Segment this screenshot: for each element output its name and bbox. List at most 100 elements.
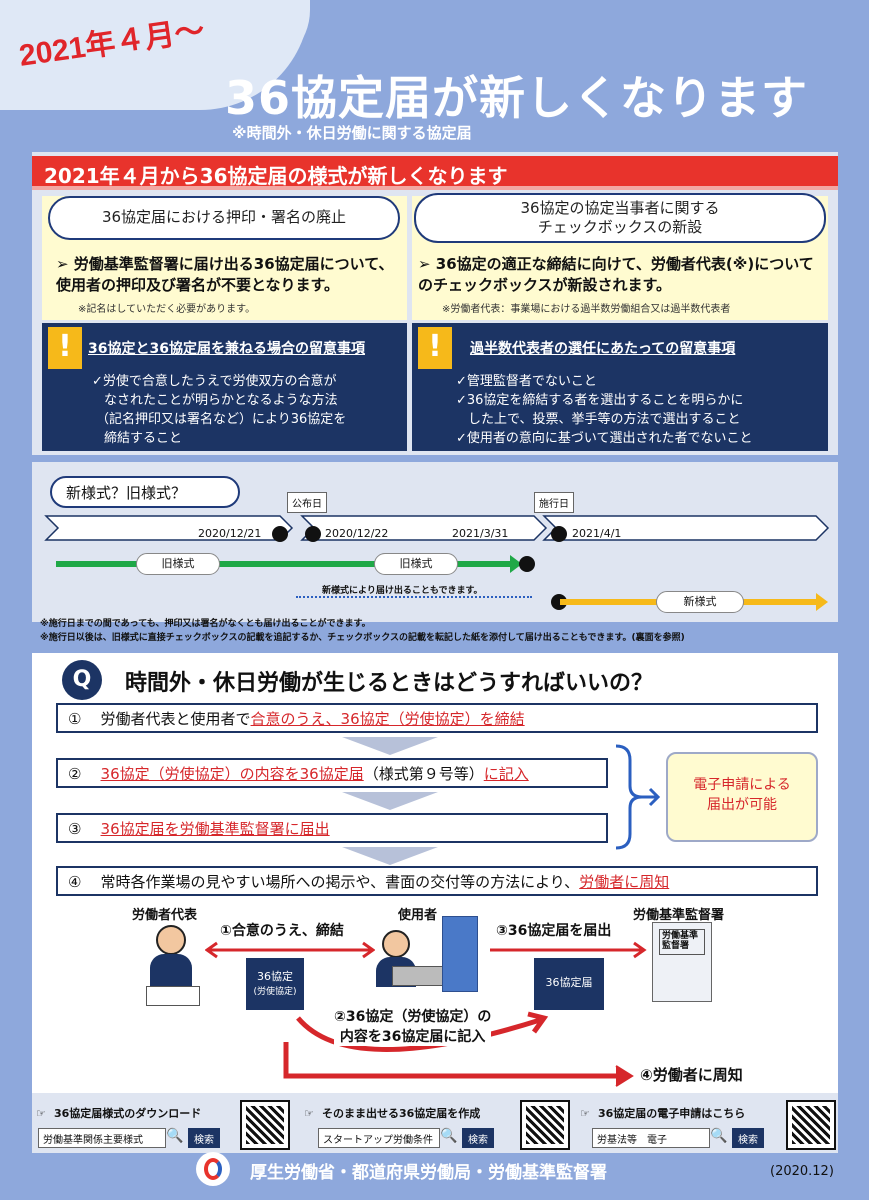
download-item: ☞ そのまま出せる36協定届を作成 xyxy=(304,1102,480,1121)
step-text: （様式第９号等） xyxy=(363,765,484,783)
step-2: ② 36協定（労使協定）の内容を36協定届（様式第９号等）に記入 xyxy=(56,758,608,788)
bullet-arrow-icon: ➢ xyxy=(418,255,436,273)
search-box[interactable]: スタートアップ労働条件 🔍 検索 xyxy=(318,1128,494,1148)
doc-label: 36協定 xyxy=(257,970,293,983)
search-button[interactable]: 検索 xyxy=(188,1128,220,1148)
agree-caption: ①合意のうえ、締結 xyxy=(220,923,344,939)
paper-icon xyxy=(146,986,200,1006)
notify-arrow-icon xyxy=(283,1042,634,1087)
timeline-arrow xyxy=(44,515,830,541)
step-highlight: 36協定届を労働基準監督署に届出 xyxy=(100,820,330,838)
effective-date-label: 施行日 xyxy=(534,492,574,513)
caution-line: なされたことが明らかとなるような方法 xyxy=(104,392,338,408)
search-box[interactable]: 労基法等 電子 🔍 検索 xyxy=(592,1128,764,1148)
employer-head-icon xyxy=(382,930,410,958)
left-change-bullet: ➢ 労働基準監督署に届け出る36協定届について、使用者の押印及び署名が不要となり… xyxy=(56,254,404,296)
bullet-arrow-icon: ➢ xyxy=(56,255,74,273)
e-application-box: 電子申請による 届出が可能 xyxy=(666,752,818,842)
right-change-bullet: ➢ 36協定の適正な締結に向けて、労働者代表(※)についてのチェックボックスが新… xyxy=(418,254,826,296)
download-item: ☞ 36協定届様式のダウンロード xyxy=(36,1102,201,1121)
yellow-arrowhead-icon xyxy=(816,593,828,611)
search-box[interactable]: 労働基準関係主要様式 🔍 検索 xyxy=(38,1128,220,1148)
step-4: ④ 常時各作業場の見やすい場所への掲示や、書面の交付等の方法により、労働者に周知 xyxy=(56,866,818,896)
timeline-title: 新様式？旧様式？ xyxy=(50,476,240,508)
qr-code-icon[interactable] xyxy=(520,1100,570,1150)
download-label: 36協定届の電子申請はこちら xyxy=(598,1107,746,1120)
step-highlight: 36協定（労使協定）の内容を36協定届 xyxy=(100,765,364,783)
step-highlight: 合意のうえ、36協定（労使協定）を締結 xyxy=(250,710,525,728)
agreement-form-doc-icon: 36協定届 xyxy=(534,958,604,1010)
submit-arrow-icon xyxy=(490,941,647,959)
search-button[interactable]: 検索 xyxy=(732,1128,764,1148)
timeline-note: ※施行日以後は、旧様式に直接チェックボックスの記載を追記するか、チェックボックス… xyxy=(40,632,685,643)
timeline-dot xyxy=(551,594,567,610)
magnifier-icon: 🔍 xyxy=(440,1128,458,1144)
publish-date-label: 公布日 xyxy=(287,492,327,513)
timeline-notes: ※施行日までの間であっても、押印又は署名がなくとも届け出ることができます。 ※施… xyxy=(40,618,685,645)
down-chevron-icon xyxy=(342,737,438,755)
page-subtitle: ※時間外・休日労働に関する協定届 xyxy=(232,124,472,142)
step-number: ④ xyxy=(68,873,82,891)
old-format-label: 旧様式 xyxy=(374,553,458,575)
fill-caption-line: 内容を36協定届に記入 xyxy=(339,1029,486,1045)
down-chevron-icon xyxy=(342,847,438,865)
submit-caption: ③36協定届を届出 xyxy=(496,923,612,939)
right-change-pill: 36協定の協定当事者に関する チェックボックスの新設 xyxy=(414,193,826,243)
employer-label: 使用者 xyxy=(398,908,438,923)
e-application-text: 電子申請による xyxy=(693,777,791,793)
pointer-hand-icon: ☞ xyxy=(304,1107,314,1120)
caution-body-left: ✓労使で合意したうえで労使双方の合意が なされたことが明らかとなるような方法 （… xyxy=(92,373,392,448)
footer-org: 厚生労働省・都道府県労働局・労働基準監督署 xyxy=(250,1163,607,1183)
search-input[interactable]: 労基法等 電子 xyxy=(592,1128,710,1148)
right-change-note: ※労働者代表：事業場における過半数労働組合又は過半数代表者 xyxy=(442,304,731,315)
step-text: 労働者代表と使用者で xyxy=(100,710,251,728)
download-label: 36協定届様式のダウンロード xyxy=(54,1107,202,1120)
worker-rep-label: 労働者代表 xyxy=(132,908,198,923)
dotted-period xyxy=(296,596,532,598)
office-label: 労働基準監督署 xyxy=(633,908,725,923)
timeline-date: 2020/12/21 xyxy=(198,527,262,540)
doc-label: (労使協定) xyxy=(253,987,297,997)
down-chevron-icon xyxy=(342,792,438,810)
download-item: ☞ 36協定届の電子申請はこちら xyxy=(580,1102,745,1121)
step-highlight: 労働者に周知 xyxy=(579,873,670,891)
step-number: ② xyxy=(68,765,82,783)
download-label: そのまま出せる36協定届を作成 xyxy=(322,1107,481,1120)
caution-heading-right: 過半数代表者の選任にあたっての留意事項 xyxy=(470,341,736,357)
caution-line: ✓使用者の意向に基づいて選出された者でないこと xyxy=(456,430,753,446)
timeline-date: 2020/12/22 xyxy=(325,527,389,540)
search-button[interactable]: 検索 xyxy=(462,1128,494,1148)
search-input[interactable]: 労働基準関係主要様式 xyxy=(38,1128,166,1148)
caution-heading-left: 36協定と36協定届を兼ねる場合の留意事項 xyxy=(88,341,365,357)
left-change-note: ※記名はしていただく必要があります。 xyxy=(78,304,256,315)
office-sign-text: 監督署 xyxy=(662,940,690,951)
notify-caption: ④労働者に周知 xyxy=(640,1066,743,1084)
edition: (2020.12) xyxy=(770,1164,834,1179)
caution-box-right xyxy=(412,323,828,451)
office-building-icon xyxy=(442,916,478,992)
office-sign-text: 労働基準 xyxy=(662,931,699,941)
qr-code-icon[interactable] xyxy=(786,1100,836,1150)
right-change-text: 36協定の適正な締結に向けて、労働者代表(※)についてのチェックボックスが新設さ… xyxy=(418,255,814,294)
step-1: ① 労働者代表と使用者で合意のうえ、36協定（労使協定）を締結 xyxy=(56,703,818,733)
agree-arrow-icon xyxy=(205,941,375,959)
pointer-hand-icon: ☞ xyxy=(36,1107,46,1120)
section-banner: 2021年４月から36協定届の様式が新しくなります xyxy=(32,156,838,190)
step-3: ③ 36協定届を労働基準監督署に届出 xyxy=(56,813,608,843)
timeline-dot xyxy=(305,526,321,542)
labor-office-building-icon: 労働基準監督署 xyxy=(652,922,712,1002)
timeline-dot xyxy=(519,556,535,572)
q-badge: Q xyxy=(62,660,102,700)
qr-code-icon[interactable] xyxy=(240,1100,290,1150)
dotted-period-note: 新様式により届け出ることもできます。 xyxy=(322,586,483,596)
fill-caption-line: ②36協定（労使協定）の xyxy=(334,1009,492,1025)
search-input[interactable]: スタートアップ労働条件 xyxy=(318,1128,440,1148)
exclamation-icon: ! xyxy=(48,327,82,369)
pointer-hand-icon: ☞ xyxy=(580,1107,590,1120)
caution-line: ✓管理監督者でないこと xyxy=(456,374,597,389)
step-number: ③ xyxy=(68,820,82,838)
e-application-text: 届出が可能 xyxy=(707,796,777,813)
caution-body-right: ✓管理監督者でないこと ✓36協定を締結する者を選出することを明らかに した上で… xyxy=(456,373,816,448)
caution-line: （記名押印又は署名など）により36協定を xyxy=(96,411,347,427)
old-format-period xyxy=(56,561,518,567)
